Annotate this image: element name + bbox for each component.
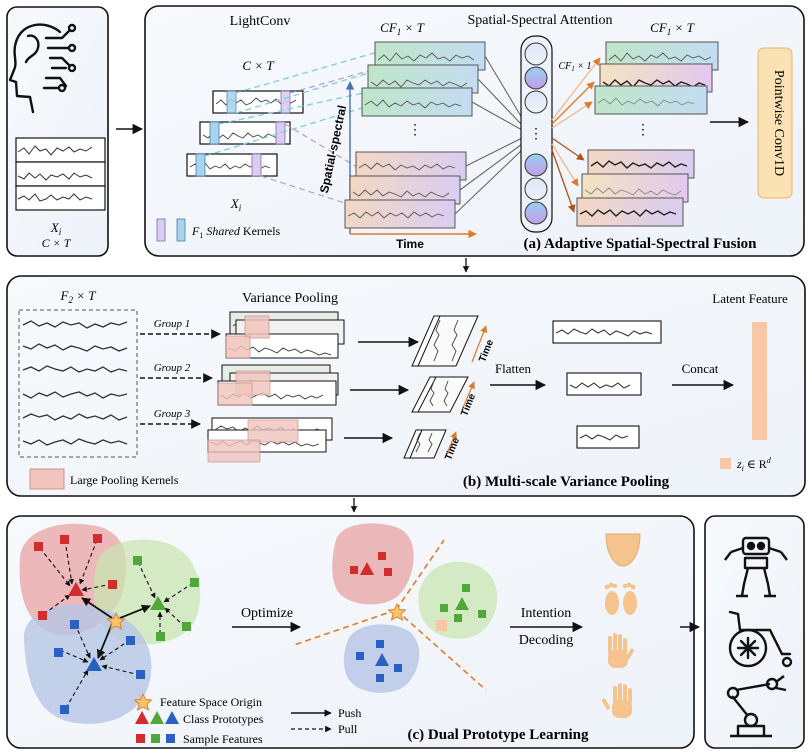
feature-stack-top-right xyxy=(594,41,719,115)
feature-stack-bottom-right xyxy=(576,149,695,227)
stack-ellipsis-left: ⋮ xyxy=(408,123,422,138)
group1-stack xyxy=(225,311,345,359)
panel-c-caption: (c) Dual Prototype Learning xyxy=(408,727,589,743)
attention-connect-lines xyxy=(454,55,523,215)
latent-legend-label: zi ∈ Rd xyxy=(736,456,772,473)
flatten-label: Flatten xyxy=(495,361,532,376)
large-kernel-legend-label: Large Pooling Kernels xyxy=(70,473,179,487)
pointwise-conv-label: Pointwise Conv1D xyxy=(771,70,786,176)
concat-label: Concat xyxy=(682,361,719,376)
feature-map-box xyxy=(18,309,138,458)
sample-features-red xyxy=(34,534,117,620)
group2-stack xyxy=(217,364,339,406)
time-axis-label: Time xyxy=(396,237,424,251)
input-xi-label: Xi xyxy=(50,220,62,237)
intention-label: Intention xyxy=(521,606,572,621)
red-cluster-optimized xyxy=(332,523,414,605)
robotic-arm-icon xyxy=(726,675,787,738)
right-hand-icon xyxy=(602,683,632,718)
prototype-blue xyxy=(86,657,102,671)
push-arrows xyxy=(81,597,151,659)
blue-class-cloud xyxy=(23,604,152,724)
group3-label: Group 3 xyxy=(154,408,191,420)
optimize-label: Optimize xyxy=(241,606,293,621)
cf1t-right-label: CF1 × T xyxy=(650,20,694,37)
pull-arrows xyxy=(39,539,194,709)
attention-vector: ⋮ xyxy=(520,35,553,233)
legend-push-label: Push xyxy=(338,706,361,720)
pooled-feature-2 xyxy=(411,376,475,413)
panel-b: F2 × T Variance Pooling Group 1 Group 2 … xyxy=(6,275,806,497)
legend-sample-blue xyxy=(166,734,175,743)
latent-legend-swatch xyxy=(720,458,731,469)
attention-weight-arrows xyxy=(551,57,601,213)
green-cluster-optimized xyxy=(418,561,498,639)
input-signal-2 xyxy=(15,161,106,187)
panel-a: LightConv C × T Xi xyxy=(144,5,805,257)
group1-label: Group 1 xyxy=(154,318,191,330)
svg-text:⋮: ⋮ xyxy=(529,127,543,142)
legend-origin-label: Feature Space Origin xyxy=(160,695,262,709)
feet-icon xyxy=(604,582,637,615)
prototype-green xyxy=(150,596,166,610)
legend-sample-green xyxy=(151,734,160,743)
legend-sample-red xyxy=(136,734,145,743)
ssa-title: Spatial-Spectral Attention xyxy=(467,13,612,28)
exoskeleton-robot-icon xyxy=(724,536,788,598)
lightconv-dims: C × T xyxy=(242,58,274,73)
feature-map-signals xyxy=(22,320,128,446)
group2-label: Group 2 xyxy=(154,362,191,374)
sample-features-blue xyxy=(54,620,145,714)
optimized-samples xyxy=(350,552,486,682)
prototype-red xyxy=(68,582,84,596)
legend-shared-kernels: F1 Shared Kernels xyxy=(191,224,281,240)
legend-proto-blue xyxy=(165,711,179,724)
legend-sample-label: Sample Features xyxy=(183,732,263,746)
legend-pull-label: Pull xyxy=(338,722,358,736)
panel-b-frame xyxy=(6,275,806,497)
left-hand-icon xyxy=(608,633,634,668)
flattened-vectors xyxy=(552,320,662,449)
tongue-icon xyxy=(605,533,641,567)
cf1t-left-label: CF1 × T xyxy=(380,20,424,37)
feature-stack-bottom-left xyxy=(344,151,467,229)
legend-kernel-blue xyxy=(176,218,186,242)
decoding-label: Decoding xyxy=(519,633,573,648)
legend-proto-green xyxy=(150,711,164,724)
pointwise-conv-block xyxy=(757,47,793,199)
pooled-feature-1 xyxy=(411,315,488,367)
lightconv-input-stack xyxy=(186,90,304,177)
legend-kernel-purple xyxy=(156,218,166,242)
large-kernel-legend-swatch xyxy=(29,468,65,490)
feature-stack-top-left xyxy=(361,41,486,117)
variance-pooling-title: Variance Pooling xyxy=(242,291,338,306)
latent-feature-vector xyxy=(752,322,767,440)
origin-star-left xyxy=(106,611,126,630)
lightconv-title: LightConv xyxy=(230,14,291,29)
f2t-label: F2 × T xyxy=(60,288,97,305)
stack-ellipsis-right: ⋮ xyxy=(636,123,650,138)
cf1x1-label: CF1 × 1 xyxy=(558,61,591,73)
legend-proto-label: Class Prototypes xyxy=(183,712,264,726)
panel-a-caption: (a) Adaptive Spatial-Spectral Fusion xyxy=(524,236,758,252)
group3-stack xyxy=(207,417,333,463)
decision-boundaries xyxy=(293,539,487,691)
devices-panel xyxy=(704,515,805,749)
brain-head-icon xyxy=(8,23,77,114)
legend-origin-star xyxy=(133,692,153,711)
latent-feature-title: Latent Feature xyxy=(712,291,788,306)
panel-c: Optimize Intention Decoding xyxy=(6,515,695,749)
origin-star-right xyxy=(387,602,407,621)
input-dims-label: C × T xyxy=(42,236,72,250)
lightconv-xi: Xi xyxy=(230,196,242,213)
legend-proto-red xyxy=(135,711,149,724)
wheelchair-icon xyxy=(728,610,793,668)
input-panel-frame xyxy=(6,6,109,257)
panel-b-caption: (b) Multi-scale Variance Pooling xyxy=(463,474,670,490)
sample-features-green xyxy=(133,556,199,641)
pooled-feature-3 xyxy=(403,429,457,459)
kernel-projection-lines xyxy=(204,51,379,207)
input-panel: Xi C × T xyxy=(6,6,109,257)
